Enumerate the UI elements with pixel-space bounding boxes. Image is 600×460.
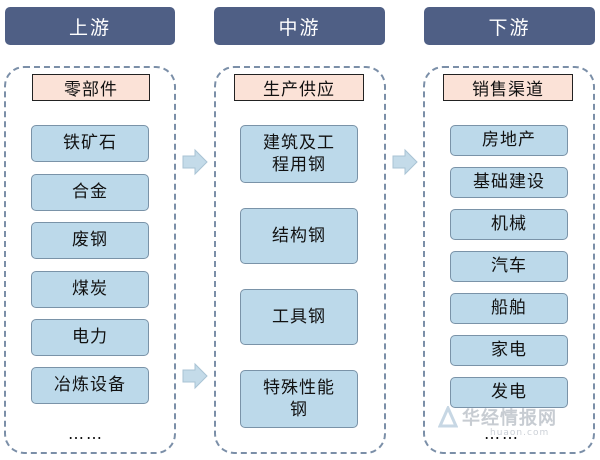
arrow-right-icon (182, 148, 208, 176)
midstream-item: 结构钢 (240, 208, 358, 264)
panel-downstream (423, 66, 595, 454)
category-upstream: 零部件 (32, 74, 150, 101)
downstream-item: 发电 (450, 377, 568, 408)
midstream-item: 工具钢 (240, 289, 358, 345)
watermark-logo-icon (438, 406, 458, 428)
header-midstream: 中游 (214, 7, 385, 45)
category-downstream: 销售渠道 (443, 74, 573, 101)
header-upstream: 上游 (5, 7, 175, 45)
watermark: 华经情报网 (438, 404, 557, 430)
downstream-item: 基础建设 (450, 167, 568, 198)
downstream-item: 机械 (450, 209, 568, 240)
downstream-more: …… (484, 424, 520, 443)
upstream-item: 冶炼设备 (31, 367, 149, 404)
upstream-more: …… (68, 424, 104, 443)
downstream-item: 汽车 (450, 251, 568, 282)
category-midstream: 生产供应 (234, 74, 364, 101)
upstream-item: 合金 (31, 174, 149, 211)
midstream-item: 特殊性能钢 (240, 370, 358, 428)
midstream-item: 建筑及工程用钢 (240, 125, 358, 183)
upstream-item: 煤炭 (31, 271, 149, 308)
panel-midstream (214, 66, 386, 454)
watermark-text: 华经情报网 (462, 408, 557, 429)
header-downstream: 下游 (424, 7, 595, 45)
downstream-item: 家电 (450, 335, 568, 366)
upstream-item: 废钢 (31, 222, 149, 259)
arrow-right-icon (182, 362, 208, 390)
panel-upstream (4, 66, 176, 454)
upstream-item: 电力 (31, 319, 149, 356)
downstream-item: 房地产 (450, 125, 568, 156)
downstream-item: 船舶 (450, 293, 568, 324)
upstream-item: 铁矿石 (31, 125, 149, 162)
arrow-right-icon (392, 148, 418, 176)
watermark-url: huaon.com (490, 428, 550, 438)
